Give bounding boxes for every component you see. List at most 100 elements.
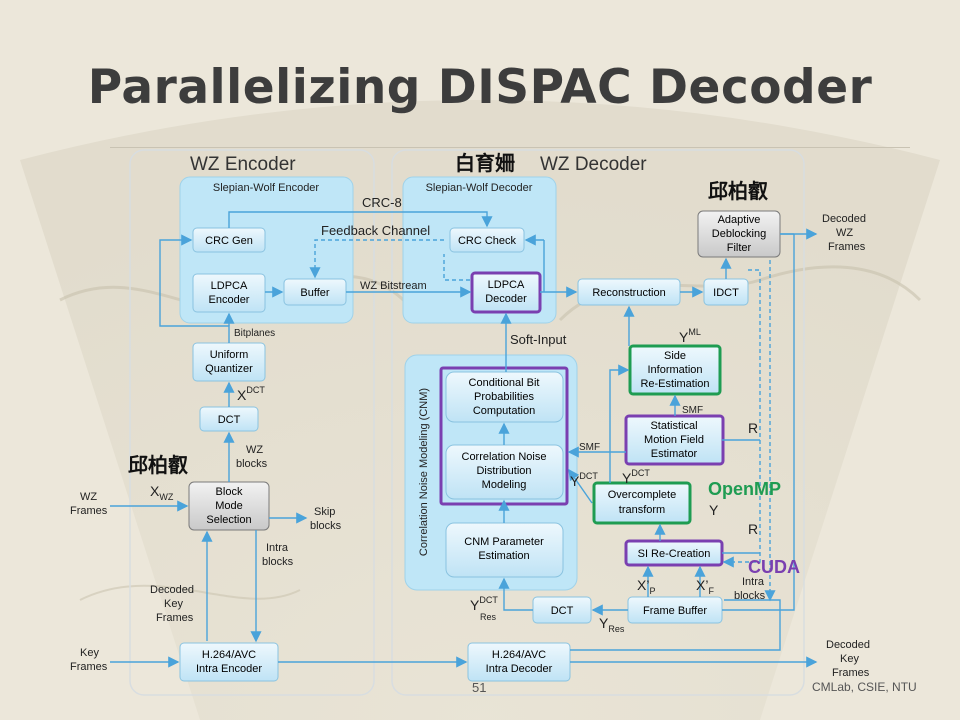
wz-blocks-line2: blocks	[236, 458, 268, 470]
ldpca-decoder-line2: Decoder	[485, 293, 527, 305]
reconstruction-label: Reconstruction	[592, 287, 665, 299]
r1-label: R	[748, 420, 758, 436]
ldpca-encoder-block	[192, 273, 266, 313]
ydct-a-label: YDCT	[622, 468, 650, 486]
soft-input-label: Soft-Input	[510, 332, 567, 347]
sire-line3: Re-Estimation	[640, 378, 709, 390]
xdct-label: XDCT	[237, 385, 265, 403]
dwz-line2: WZ	[836, 227, 853, 239]
adf-line3: Filter	[727, 242, 752, 254]
intra-blocks-right-line1: Intra	[742, 576, 765, 588]
crc-check-block	[449, 227, 525, 253]
dkf-right-line1: Decoded	[826, 639, 870, 651]
overcomplete-line1: Overcomplete	[608, 489, 676, 501]
sw-encoder-title: Slepian-Wolf Encoder	[213, 182, 320, 194]
skip-blocks-line1: Skip	[314, 506, 335, 518]
flow-labels: CRC-8 Feedback Channel WZ Bitstream Bitp…	[70, 195, 870, 679]
cnmp-line2: Estimation	[478, 550, 529, 562]
openmp-tag: OpenMP	[708, 479, 782, 499]
smfe-line1: Statistical	[650, 420, 697, 432]
dkf-left-line3: Frames	[156, 612, 194, 624]
footer-credit: CMLab, CSIE, NTU	[812, 680, 917, 694]
intra-blocks-line2: blocks	[262, 556, 294, 568]
yres-dct-sub: Res	[480, 612, 497, 622]
cbp-line3: Computation	[473, 405, 535, 417]
wz-frames-line1: WZ	[80, 491, 97, 503]
overcomplete-line2: transform	[619, 504, 665, 516]
key-frames-line2: Frames	[70, 661, 108, 673]
cnd-line3: Modeling	[482, 479, 527, 491]
dkf-left-line2: Key	[164, 598, 183, 610]
cnd-line2: Distribution	[476, 465, 531, 477]
xwz-label: XWZ	[150, 483, 174, 502]
decoder-owner-name: 白育姍	[455, 151, 515, 175]
cnmp-line1: CNM Parameter	[464, 536, 544, 548]
arrows	[110, 211, 818, 668]
conditional-bit-block	[445, 371, 564, 423]
h264-decoder-line2: Intra Decoder	[486, 663, 553, 675]
overcomplete-block	[592, 481, 692, 525]
yres-label: YRes	[599, 615, 625, 634]
encoder-panel	[129, 149, 375, 696]
crc-check-label: CRC Check	[458, 235, 517, 247]
dct-decoder-label: DCT	[551, 605, 574, 617]
cbp-line2: Probabilities	[474, 391, 534, 403]
top-right-owner-name: 邱柏叡	[708, 179, 768, 203]
crc-gen-label: CRC Gen	[205, 235, 253, 247]
xp-label: X’P	[637, 577, 655, 596]
y1-label: Y	[709, 502, 719, 518]
dashed-links	[309, 239, 776, 602]
slide-title: Parallelizing DISPAC Decoder	[87, 60, 873, 115]
feedback-label: Feedback Channel	[321, 223, 430, 238]
dkf-right-line3: Frames	[832, 667, 870, 679]
cbp-line1: Conditional Bit	[469, 377, 540, 389]
r2-label: R	[748, 521, 758, 537]
ldpca-encoder-line2: Encoder	[209, 294, 250, 306]
key-frames-line1: Key	[80, 647, 99, 659]
bitplanes-label: Bitplanes	[234, 328, 275, 339]
uniform-quantizer-line2: Quantizer	[205, 363, 253, 375]
smfe-line2: Motion Field	[644, 434, 704, 446]
ldpca-encoder-line1: LDPCA	[211, 280, 248, 292]
cnm-vertical-label: Correlation Noise Modeling (CNM)	[418, 388, 430, 556]
uniform-quantizer-line1: Uniform	[210, 349, 249, 361]
si-recreation-label: SI Re-Creation	[638, 548, 711, 560]
ydct-b-label: YDCT	[570, 471, 598, 489]
smf1-label: SMF	[682, 405, 703, 416]
decoder-panel	[391, 149, 805, 696]
frame-buffer-label: Frame Buffer	[643, 605, 707, 617]
wz-frames-line2: Frames	[70, 505, 108, 517]
h264-encoder-line2: Intra Encoder	[196, 663, 262, 675]
wz-bitstream-label: WZ Bitstream	[360, 280, 427, 292]
sire-line1: Side	[664, 350, 686, 362]
intra-blocks-right-line2: blocks	[734, 590, 766, 602]
xf-label: X’F	[696, 577, 714, 596]
dwz-line1: Decoded	[822, 213, 866, 225]
idct-label: IDCT	[713, 287, 739, 299]
dkf-left-line1: Decoded	[150, 584, 194, 596]
wz-blocks-line1: WZ	[246, 444, 263, 456]
left-owner-name: 邱柏叡	[128, 453, 188, 477]
buffer-label: Buffer	[300, 287, 329, 299]
yres-dct-label: YDCT	[470, 595, 498, 613]
dkf-right-line2: Key	[840, 653, 859, 665]
sire-line2: Information	[647, 364, 702, 376]
intra-blocks-line1: Intra	[266, 542, 289, 554]
h264-decoder-line1: H.264/AVC	[492, 649, 546, 661]
sw-decoder-title: Slepian-Wolf Decoder	[426, 182, 533, 194]
skip-blocks-line2: blocks	[310, 520, 342, 532]
bms-line2: Mode	[215, 500, 243, 512]
bms-line1: Block	[216, 486, 243, 498]
ldpca-decoder-line1: LDPCA	[488, 279, 525, 291]
dwz-line3: Frames	[828, 241, 866, 253]
si-reestimation-block	[628, 344, 722, 396]
yml-label: YML	[679, 327, 701, 345]
title-divider	[110, 147, 910, 148]
cnd-line1: Correlation Noise	[462, 451, 547, 463]
bms-line3: Selection	[206, 514, 251, 526]
encoder-title: WZ Encoder	[190, 154, 296, 175]
cuda-tag: CUDA	[748, 557, 800, 577]
adf-line2: Deblocking	[712, 228, 766, 240]
decoder-title: WZ Decoder	[540, 154, 647, 175]
